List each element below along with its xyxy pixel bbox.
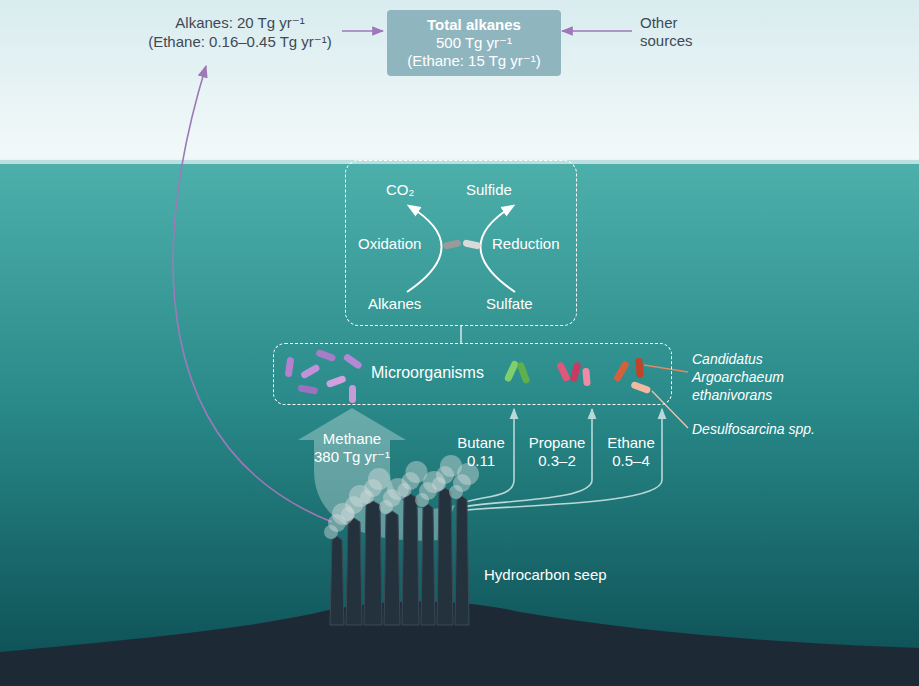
seep-label: Hydrocarbon seep	[484, 566, 634, 584]
gas-flux: Methane 380 Tg yr⁻¹	[310, 430, 394, 466]
connector	[460, 326, 462, 343]
chimney	[455, 496, 469, 625]
chimney	[364, 501, 382, 625]
flux-label: Alkanes: 20 Tg yr⁻¹	[140, 14, 340, 32]
process-label: CO₂	[386, 181, 414, 199]
total-box: Total alkanes500 Tg yr⁻¹(Ethane: 15 Tg y…	[387, 10, 561, 76]
process-label: Alkanes	[368, 295, 421, 313]
chimney	[346, 518, 362, 625]
species-label: Candidatus Argoarchaeum ethanivorans	[692, 350, 810, 404]
source-label: Other sources	[640, 14, 702, 50]
gas-flux: Butane 0.11	[452, 434, 510, 470]
sky	[0, 0, 919, 162]
process-label: Reduction	[492, 235, 560, 253]
sea	[0, 160, 919, 686]
process-box: CO₂ SulfideOxidation ReductionAlkanes Sulfa…	[345, 160, 577, 326]
organism-box: Microorganisms	[273, 343, 672, 405]
flux-arrow	[562, 30, 632, 32]
leader-line	[644, 365, 688, 372]
seep-chimneys	[330, 488, 469, 625]
microbes	[285, 349, 652, 403]
gas-flux: Ethane 0.5–4	[603, 434, 659, 470]
flux-arrow	[342, 30, 383, 32]
species-label: Desulfosarcina spp.	[692, 420, 892, 438]
chimney	[421, 504, 435, 625]
flux-arrow	[173, 66, 332, 522]
smoke-puff	[368, 468, 390, 490]
flux-label: (Ethane: 0.16–0.45 Tg yr⁻¹)	[140, 33, 340, 51]
process-label: Sulfide	[466, 181, 512, 199]
box-heading: Total alkanes	[395, 16, 553, 34]
microbe	[462, 239, 481, 250]
group-label: Microorganisms	[371, 364, 484, 382]
flux-value: (Ethane: 15 Tg yr⁻¹)	[395, 52, 553, 70]
flux-value: 500 Tg yr⁻¹	[395, 34, 553, 52]
sea-surface	[0, 158, 919, 164]
process-label: Sulfate	[486, 295, 533, 313]
gas-flux: Propane 0.3–2	[526, 434, 588, 470]
seep-plume	[324, 455, 479, 539]
chimney	[330, 536, 344, 625]
chimney	[437, 488, 453, 625]
chimney	[402, 494, 419, 625]
chimney	[384, 511, 400, 625]
microbe	[443, 239, 462, 250]
leader-line	[652, 391, 688, 428]
process-label: Oxidation	[358, 235, 421, 253]
